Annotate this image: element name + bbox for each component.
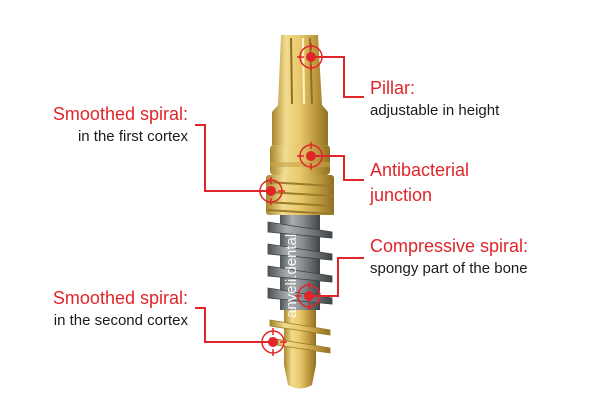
marker-smoothed-first <box>257 177 285 205</box>
callout-smoothed-second: Smoothed spiral: in the second cortex <box>53 288 188 329</box>
implant-smoothed-threads-lower <box>269 310 331 389</box>
callout-smoothed-first: Smoothed spiral: in the first cortex <box>53 104 188 145</box>
connector-antibacterial <box>311 155 364 181</box>
callout-smoothed-first-desc: in the first cortex <box>77 127 188 145</box>
callout-compressive-desc: spongy part of the bone <box>370 259 528 277</box>
callout-antibacterial-desc: junction <box>370 184 433 205</box>
connector-compressive <box>309 257 364 297</box>
callout-antibacterial-title: Antibacterial <box>370 160 470 180</box>
marker-pillar <box>297 43 325 71</box>
callout-smoothed-second-title: Smoothed spiral: <box>52 288 188 308</box>
connector-smoothed-second <box>195 307 273 343</box>
implant-pillar <box>272 35 328 145</box>
callout-antibacterial: Antibacterial junction <box>370 160 469 205</box>
callout-pillar-title: Pillar: <box>370 78 416 98</box>
watermark: anveli.dental <box>283 234 300 318</box>
callout-compressive-title: Compressive spiral: <box>370 236 529 256</box>
marker-smoothed-second <box>259 328 287 356</box>
implant-smoothed-threads-upper <box>265 175 335 215</box>
callout-compressive: Compressive spiral: spongy part of the b… <box>370 236 528 277</box>
marker-compressive <box>295 282 323 310</box>
callout-pillar-desc: adjustable in height <box>370 101 500 119</box>
callout-smoothed-second-desc: in the second cortex <box>53 311 188 329</box>
callout-smoothed-first-title: Smoothed spiral: <box>52 104 188 124</box>
marker-antibacterial <box>297 142 325 170</box>
connector-pillar <box>311 56 364 98</box>
callout-pillar: Pillar: adjustable in height <box>370 78 499 119</box>
connector-smoothed-first <box>195 124 271 192</box>
